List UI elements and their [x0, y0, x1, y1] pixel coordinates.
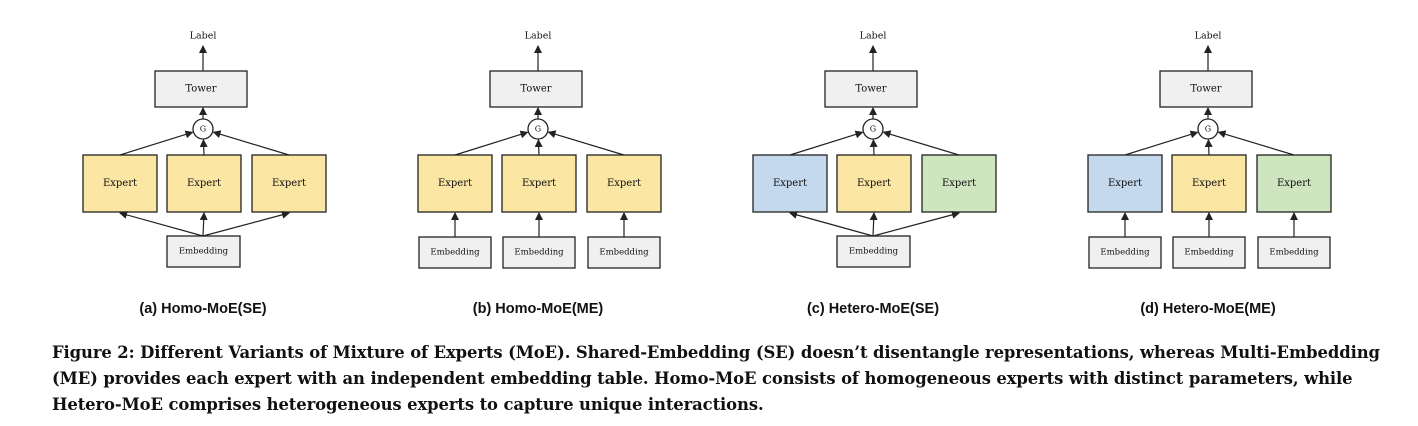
panel-caption: (b) Homo-MoE(ME): [473, 301, 604, 317]
embedding-label: Embedding: [1184, 248, 1234, 258]
expert-to-gate-arrow: [212, 130, 290, 156]
expert-to-gate-arrow: [882, 130, 960, 156]
expert-to-gate-arrow: [1217, 130, 1295, 156]
gate-label: G: [1205, 125, 1211, 134]
expert-label: Expert: [187, 178, 221, 189]
expert-box-2: [501, 154, 577, 213]
gate-label: G: [535, 125, 541, 134]
expert-to-gate-arrow: [454, 130, 529, 156]
embedding-label: Embedding: [849, 247, 899, 257]
expert-to-gate-arrow: [789, 130, 864, 156]
tower-box: [489, 70, 583, 108]
expert-to-gate-arrow: [547, 130, 625, 156]
expert-box-2: [836, 154, 912, 213]
expert-label: Expert: [1108, 178, 1142, 189]
embedding-box-1: [1088, 236, 1162, 269]
embedding-label: Embedding: [1100, 248, 1150, 258]
gate-node: [1197, 118, 1219, 140]
gate-node: [862, 118, 884, 140]
tower-label: Tower: [185, 84, 216, 95]
expert-label: Expert: [272, 178, 306, 189]
expert-to-gate-arrow: [199, 138, 208, 156]
expert-box-2: [1171, 154, 1247, 213]
expert-box-3: [251, 154, 327, 213]
expert-to-gate-arrow: [119, 130, 194, 156]
expert-label: Expert: [857, 178, 891, 189]
output-label: Label: [190, 31, 217, 42]
shared-embedding-box: [836, 235, 911, 268]
embedding-box-2: [502, 236, 576, 269]
embedding-to-expert-arrow: [872, 210, 960, 237]
expert-box-1: [752, 154, 828, 213]
panel-caption: (d) Hetero-MoE(ME): [1140, 301, 1275, 317]
expert-label: Expert: [103, 178, 137, 189]
expert-label: Expert: [942, 178, 976, 189]
embedding-label: Embedding: [514, 248, 564, 258]
panel-caption: (a) Homo-MoE(SE): [139, 301, 266, 317]
tower-label: Tower: [1190, 84, 1221, 95]
expert-to-gate-arrow: [1204, 138, 1213, 156]
embedding-box-3: [587, 236, 661, 269]
panel-caption: (c) Hetero-MoE(SE): [807, 301, 939, 317]
expert-label: Expert: [1277, 178, 1311, 189]
gate-node: [527, 118, 549, 140]
output-label: Label: [525, 31, 552, 42]
expert-label: Expert: [522, 178, 556, 189]
gate-label: G: [870, 125, 876, 134]
embedding-to-expert-arrow: [119, 211, 204, 237]
embedding-label: Embedding: [1269, 248, 1319, 258]
embedding-box-1: [418, 236, 492, 269]
expert-label: Expert: [773, 178, 807, 189]
expert-to-gate-arrow: [869, 138, 878, 156]
embedding-to-expert-arrow: [869, 212, 878, 237]
expert-to-gate-arrow: [1124, 130, 1199, 156]
figure-caption: Figure 2: Different Variants of Mixture …: [52, 343, 1380, 414]
embedding-label: Embedding: [430, 248, 480, 258]
embedding-to-expert-arrow: [202, 210, 290, 237]
embedding-to-expert-arrow: [199, 212, 208, 237]
tower-box: [1159, 70, 1253, 108]
tower-label: Tower: [855, 84, 886, 95]
embedding-label: Embedding: [599, 248, 649, 258]
expert-box-2: [166, 154, 242, 213]
tower-label: Tower: [520, 84, 551, 95]
gate-label: G: [200, 125, 206, 134]
embedding-label: Embedding: [179, 247, 229, 257]
expert-label: Expert: [1192, 178, 1226, 189]
output-label: Label: [1195, 31, 1222, 42]
expert-box-1: [417, 154, 493, 213]
embedding-to-expert-arrow: [789, 211, 874, 237]
output-label: Label: [860, 31, 887, 42]
expert-label: Expert: [438, 178, 472, 189]
expert-label: Expert: [607, 178, 641, 189]
gate-node: [192, 118, 214, 140]
expert-to-gate-arrow: [534, 138, 543, 156]
